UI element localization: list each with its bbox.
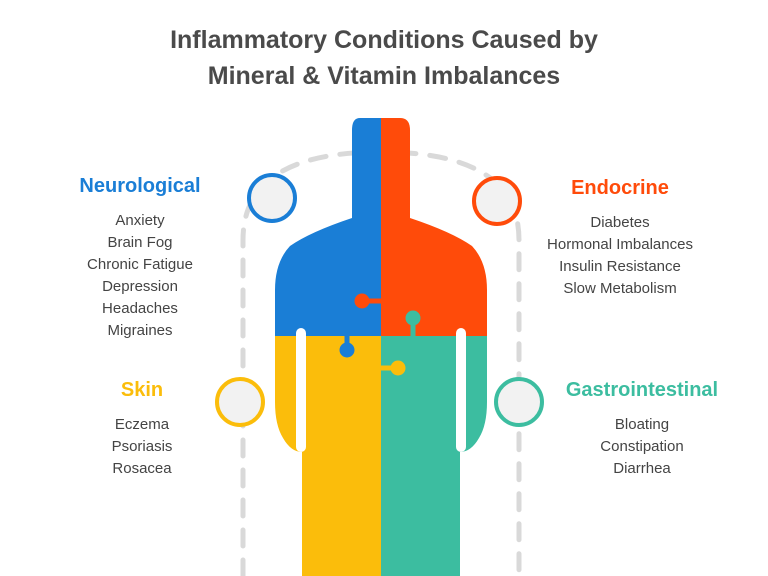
list-item: Hormonal Imbalances: [547, 236, 693, 253]
list-item: Eczema: [114, 416, 170, 433]
list-item: Brain Fog: [107, 234, 173, 251]
connector-skin-to-gastro: [381, 360, 406, 376]
title-line-1: Inflammatory Conditions Caused by: [170, 26, 598, 54]
arm-gap-right: [456, 328, 466, 452]
list-item: Constipation: [600, 438, 684, 455]
list-item: Migraines: [107, 322, 173, 339]
list-item: Psoriasis: [111, 438, 173, 455]
list-item: Diabetes: [590, 214, 650, 231]
neurological-marker-circle: [247, 173, 297, 223]
list-item: Insulin Resistance: [559, 258, 681, 275]
skin-heading: Skin: [120, 379, 164, 401]
connector-neuro-to-skin: [339, 336, 355, 358]
list-item: Chronic Fatigue: [87, 256, 193, 273]
gastrointestinal-heading: Gastrointestinal: [565, 379, 719, 401]
page-title: Inflammatory Conditions Caused by Minera…: [0, 22, 768, 94]
list-item: Slow Metabolism: [563, 280, 677, 297]
skin-marker-circle: [215, 377, 265, 427]
list-item: Bloating: [614, 416, 670, 433]
list-item: Depression: [102, 278, 178, 295]
list-item: Rosacea: [112, 460, 172, 477]
arm-gap-left: [296, 328, 306, 452]
connector-gastro-to-endocrine: [405, 310, 421, 336]
quadrant-skin: [275, 336, 381, 576]
body-silhouette: [275, 118, 487, 576]
connector-endocrine-to-neurological: [354, 293, 381, 309]
gastrointestinal-marker-circle: [494, 377, 544, 427]
endocrine-marker-circle: [472, 176, 522, 226]
title-line-2: Mineral & Vitamin Imbalances: [207, 62, 561, 90]
neurological-heading: Neurological: [79, 175, 201, 197]
list-item: Headaches: [102, 300, 178, 317]
endocrine-heading: Endocrine: [571, 177, 669, 199]
list-item: Diarrhea: [613, 460, 671, 477]
list-item: Anxiety: [115, 212, 165, 229]
